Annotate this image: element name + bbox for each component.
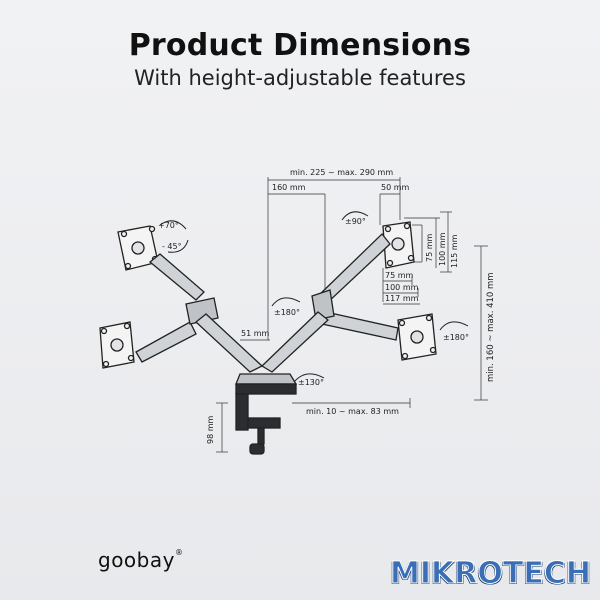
dimension-lines <box>216 177 488 453</box>
goobay-logo: goobay® <box>98 548 183 572</box>
column-width-label: 51 mm <box>241 329 270 338</box>
desk-clamp <box>235 373 298 455</box>
page-subtitle: With height-adjustable features <box>134 66 466 90</box>
arm-offset-label: 50 mm <box>381 183 410 192</box>
swivel-180-left-label: ±180° <box>274 308 300 317</box>
tilt-down-arrow <box>167 239 189 253</box>
right-upper-arm <box>311 233 399 341</box>
height-range-label: min. 160 ~ max. 410 mm <box>486 272 496 382</box>
rotation-arrows <box>159 211 469 383</box>
swivel-180-left-arrow <box>271 297 301 307</box>
vesa-117-w-label: 117 mm <box>385 294 419 303</box>
arm-span-label: min. 225 ~ max. 290 mm <box>290 168 393 177</box>
base-130-label: ±130° <box>298 378 324 387</box>
vesa-75-h-label: 75 mm <box>425 233 434 262</box>
tilt-up-arrow <box>159 220 187 230</box>
swivel-90-arrow <box>341 211 369 221</box>
vesa-plate-bottom-left <box>99 321 135 369</box>
left-lower-arm <box>195 313 264 373</box>
vesa-plate-bottom-right <box>397 313 437 361</box>
tilt-up-label: +70° <box>158 221 179 230</box>
clamp-height-label: 98 mm <box>206 415 215 444</box>
vesa-plate-top-right <box>382 221 415 269</box>
swivel-180-right-label: ±180° <box>443 333 469 342</box>
tilt-down-label: - 45° <box>162 242 182 251</box>
mikrotech-watermark: MIKROTECH <box>390 556 592 592</box>
arm-length-label: 160 mm <box>272 183 306 192</box>
vesa-115-h-label: 115 mm <box>450 234 459 268</box>
logo-text: goobay <box>98 548 175 572</box>
page-title: Product Dimensions <box>128 28 472 63</box>
base-130-arrow <box>293 373 325 383</box>
vesa-100-h-label: 100 mm <box>438 232 447 266</box>
clamp-range-label: min. 10 ~ max. 83 mm <box>306 407 399 416</box>
swivel-90-label: ±90° <box>345 217 366 226</box>
left-upper-arm <box>135 253 219 363</box>
vesa-100-w-label: 100 mm <box>385 283 419 292</box>
vesa-75-w-label: 75 mm <box>385 271 414 280</box>
logo-trademark: ® <box>174 548 184 557</box>
vesa-plate-top-left <box>117 225 159 271</box>
right-lower-arm <box>260 311 329 373</box>
swivel-180-right-arrow <box>439 321 469 331</box>
